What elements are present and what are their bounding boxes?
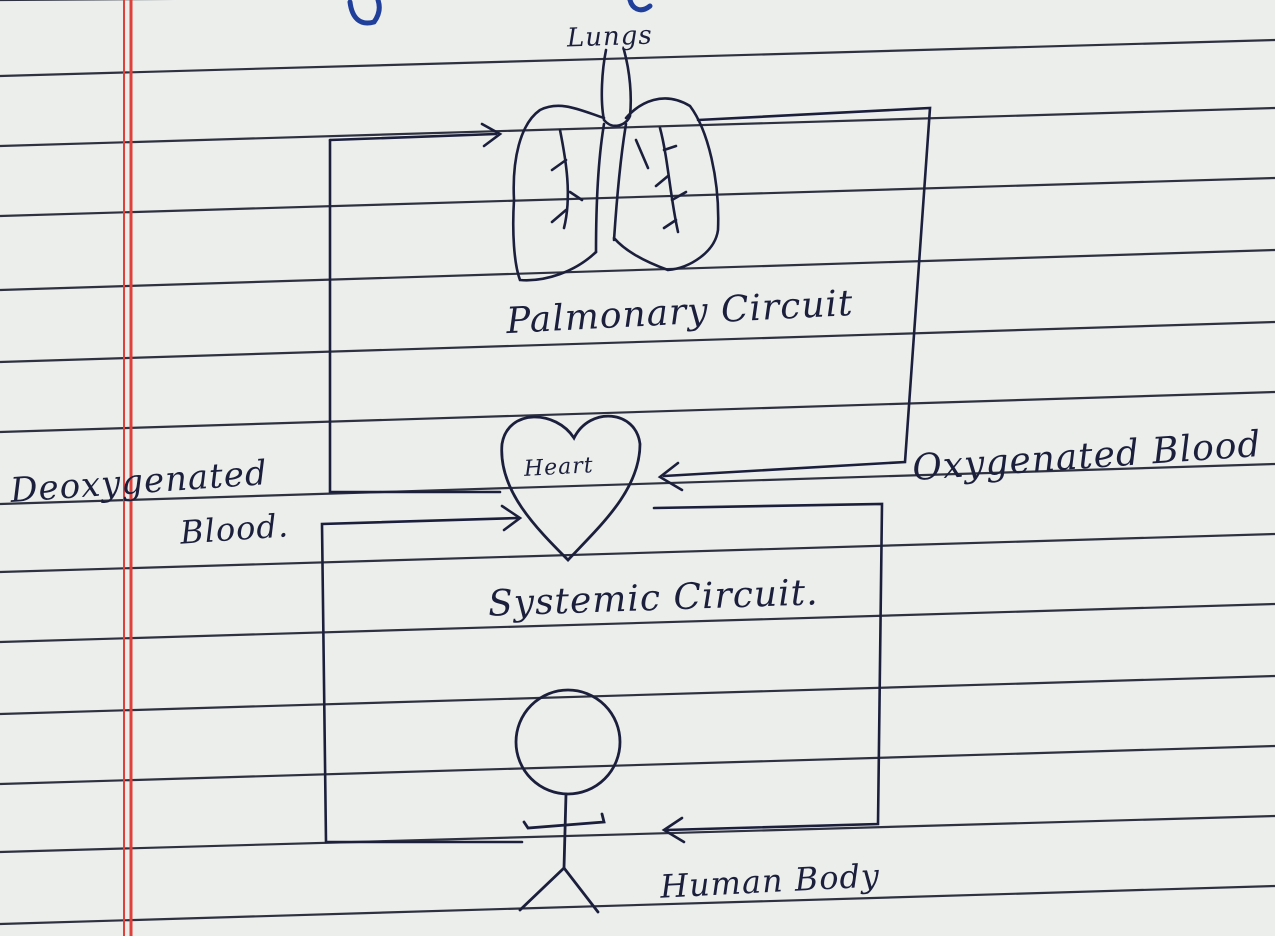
header-ink-fragments xyxy=(347,0,653,26)
label-heart: Heart xyxy=(523,453,595,482)
label-lungs: Lungs xyxy=(566,20,654,54)
systemic-loop xyxy=(320,502,884,844)
human-figure xyxy=(514,688,622,914)
margin-line xyxy=(123,0,133,936)
lungs-drawing xyxy=(511,48,720,282)
heart-drawing xyxy=(500,414,642,563)
label-deoxygenated-blood: Blood. xyxy=(178,506,291,552)
pulmonary-loop xyxy=(328,106,932,494)
